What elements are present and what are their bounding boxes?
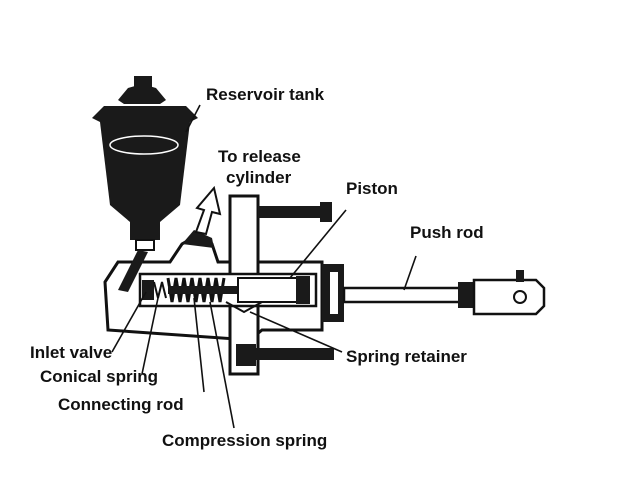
leader-lines	[111, 104, 417, 429]
label-reservoir-tank: Reservoir tank	[206, 85, 325, 104]
spring-retainer	[225, 301, 263, 314]
mounting-bolt-lower	[236, 344, 334, 366]
mounting-bolt-upper	[258, 202, 332, 222]
push-rod	[342, 286, 466, 304]
conical-spring	[153, 281, 167, 299]
label-piston: Piston	[346, 179, 398, 198]
label-inlet-valve: Inlet valve	[30, 343, 112, 362]
label-push-rod: Push rod	[410, 223, 484, 242]
labels: Reservoir tank To release cylinder Pisto…	[30, 85, 484, 450]
connecting-rod	[168, 286, 238, 294]
label-connecting-rod: Connecting rod	[58, 395, 184, 414]
label-to-release-line1: To release	[218, 147, 301, 166]
label-conical-spring: Conical spring	[40, 367, 158, 386]
label-to-release-line2: cylinder	[226, 168, 292, 187]
cylinder-body	[103, 194, 324, 376]
label-compression-spring: Compression spring	[162, 431, 327, 450]
push-rod-boot	[322, 264, 344, 322]
piston	[237, 276, 310, 304]
label-spring-retainer: Spring retainer	[346, 347, 467, 366]
flow-arrow	[194, 185, 222, 236]
clevis	[458, 270, 546, 316]
reservoir-tank	[92, 76, 198, 251]
